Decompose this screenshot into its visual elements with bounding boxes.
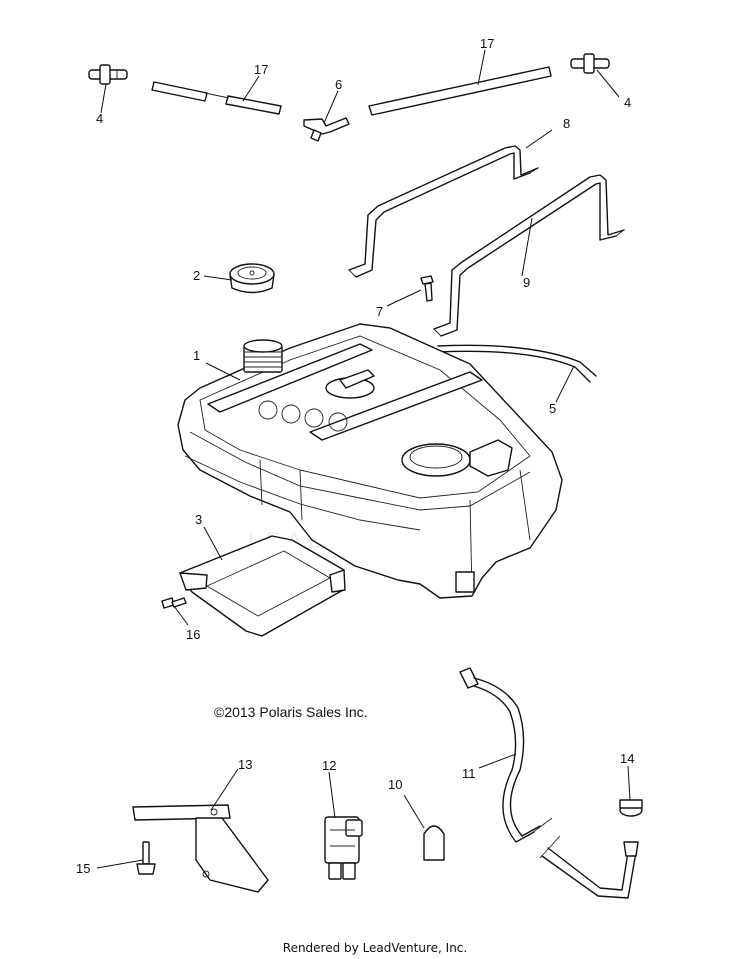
callout-5: 5 — [549, 401, 556, 416]
callout-15: 15 — [76, 861, 90, 876]
part-2-fuel-cap — [229, 263, 275, 294]
callout-2: 2 — [193, 268, 200, 283]
part-4-left-fitting — [88, 64, 128, 85]
part-7-bolt — [420, 275, 434, 302]
callout-12: 12 — [322, 758, 336, 773]
part-8-tank-strap — [348, 145, 539, 278]
part-17-short-hose — [151, 81, 282, 115]
callout-8: 8 — [563, 116, 570, 131]
callout-9: 9 — [523, 275, 530, 290]
callout-11: 11 — [462, 766, 476, 781]
part-16-bolt — [161, 597, 187, 609]
part-6-y-fitting — [303, 117, 350, 142]
footer-credit: Rendered by LeadVenture, Inc. — [282, 941, 468, 955]
leader-lines — [96, 49, 631, 869]
callout-16: 16 — [186, 627, 200, 642]
callout-7: 7 — [376, 304, 383, 319]
callout-14: 14 — [620, 751, 634, 766]
callout-4-left: 4 — [96, 111, 103, 126]
copyright-notice: ©2013 Polaris Sales Inc. — [214, 704, 368, 720]
part-11-fuel-line — [459, 667, 639, 899]
callout-17-right: 17 — [480, 36, 494, 51]
part-14-clamp — [619, 799, 643, 817]
part-12-connector — [324, 816, 363, 880]
part-1-fuel-tank — [177, 323, 563, 599]
callout-6: 6 — [335, 77, 342, 92]
callout-17-left: 17 — [254, 62, 268, 77]
part-4-right-fitting — [570, 53, 610, 74]
part-10-cap — [423, 825, 445, 861]
callout-3: 3 — [195, 512, 202, 527]
part-17-long-hose — [368, 66, 552, 116]
callout-10: 10 — [388, 777, 402, 792]
part-5-vent-hose — [437, 344, 597, 383]
callout-4-right: 4 — [624, 95, 631, 110]
part-13-bracket — [132, 804, 269, 893]
callout-1: 1 — [193, 348, 200, 363]
part-9-tank-strap — [433, 174, 625, 337]
callout-13: 13 — [238, 757, 252, 772]
callout-labels: 4 17 6 17 4 8 9 2 7 1 5 3 16 13 12 10 11… — [76, 36, 634, 876]
part-3-bracket — [179, 535, 346, 637]
part-15-bolt — [136, 841, 156, 875]
